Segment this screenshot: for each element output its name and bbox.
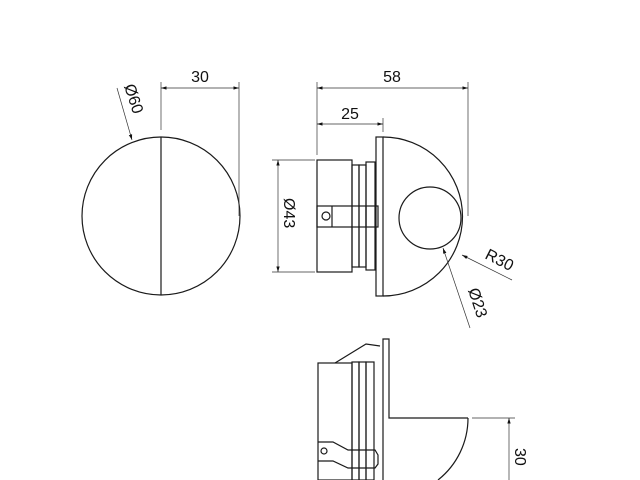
dim-58: 58 xyxy=(383,69,401,86)
dim-30-bottom: 30 xyxy=(511,448,528,466)
dim-dia60: Ø60 xyxy=(120,82,146,116)
bottom-view: 30 xyxy=(317,338,528,480)
dim-dia23: Ø23 xyxy=(464,286,490,320)
side-view: 58 25 Ø43 R30 Ø23 xyxy=(272,69,516,329)
dim-30-front: 30 xyxy=(191,69,209,86)
dim-dia43: Ø43 xyxy=(280,198,297,228)
front-view: 30 Ø60 xyxy=(81,69,241,296)
dim-25: 25 xyxy=(341,106,359,123)
dim-r30: R30 xyxy=(482,246,516,275)
dome-outline xyxy=(382,136,464,297)
hole-circle xyxy=(398,186,462,250)
